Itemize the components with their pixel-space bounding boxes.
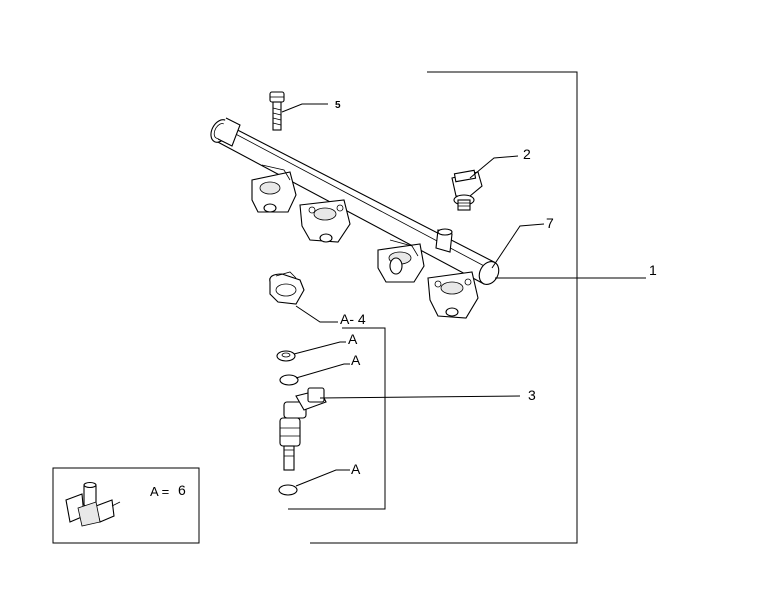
callout-rail-end: 7 <box>546 215 554 231</box>
callout-seal-upper-2: A <box>351 352 361 368</box>
leader-lines <box>281 103 646 487</box>
pressure-sensor <box>451 169 483 211</box>
seal-ring-2 <box>279 374 299 386</box>
callout-injector: 3 <box>528 387 536 403</box>
retaining-clip <box>269 271 305 305</box>
callout-seal-lower: A <box>351 461 361 477</box>
seal-ring-3 <box>278 484 298 496</box>
screw <box>269 91 285 131</box>
legend-box: A = 6 <box>52 467 200 544</box>
fuel-injector <box>279 387 327 471</box>
callout-seal-upper-1: A <box>348 331 358 347</box>
legend-value: 6 <box>178 482 186 498</box>
callout-sensor: 2 <box>523 146 531 162</box>
injector-cup-1 <box>251 164 297 213</box>
legend-label: A = <box>150 484 169 499</box>
fuel-rail <box>210 117 500 319</box>
callout-clip: A- 4 <box>340 311 366 327</box>
callout-screw: 5 <box>335 100 341 111</box>
inner-bracket <box>288 327 386 510</box>
outer-bracket <box>310 71 578 544</box>
injector-cup-2 <box>299 199 351 243</box>
seal-ring-1 <box>276 350 296 362</box>
injector-cup-4 <box>427 271 479 319</box>
injector-cup-3 <box>377 239 425 283</box>
callout-rail: 1 <box>649 262 657 278</box>
kit-icon <box>65 481 121 527</box>
